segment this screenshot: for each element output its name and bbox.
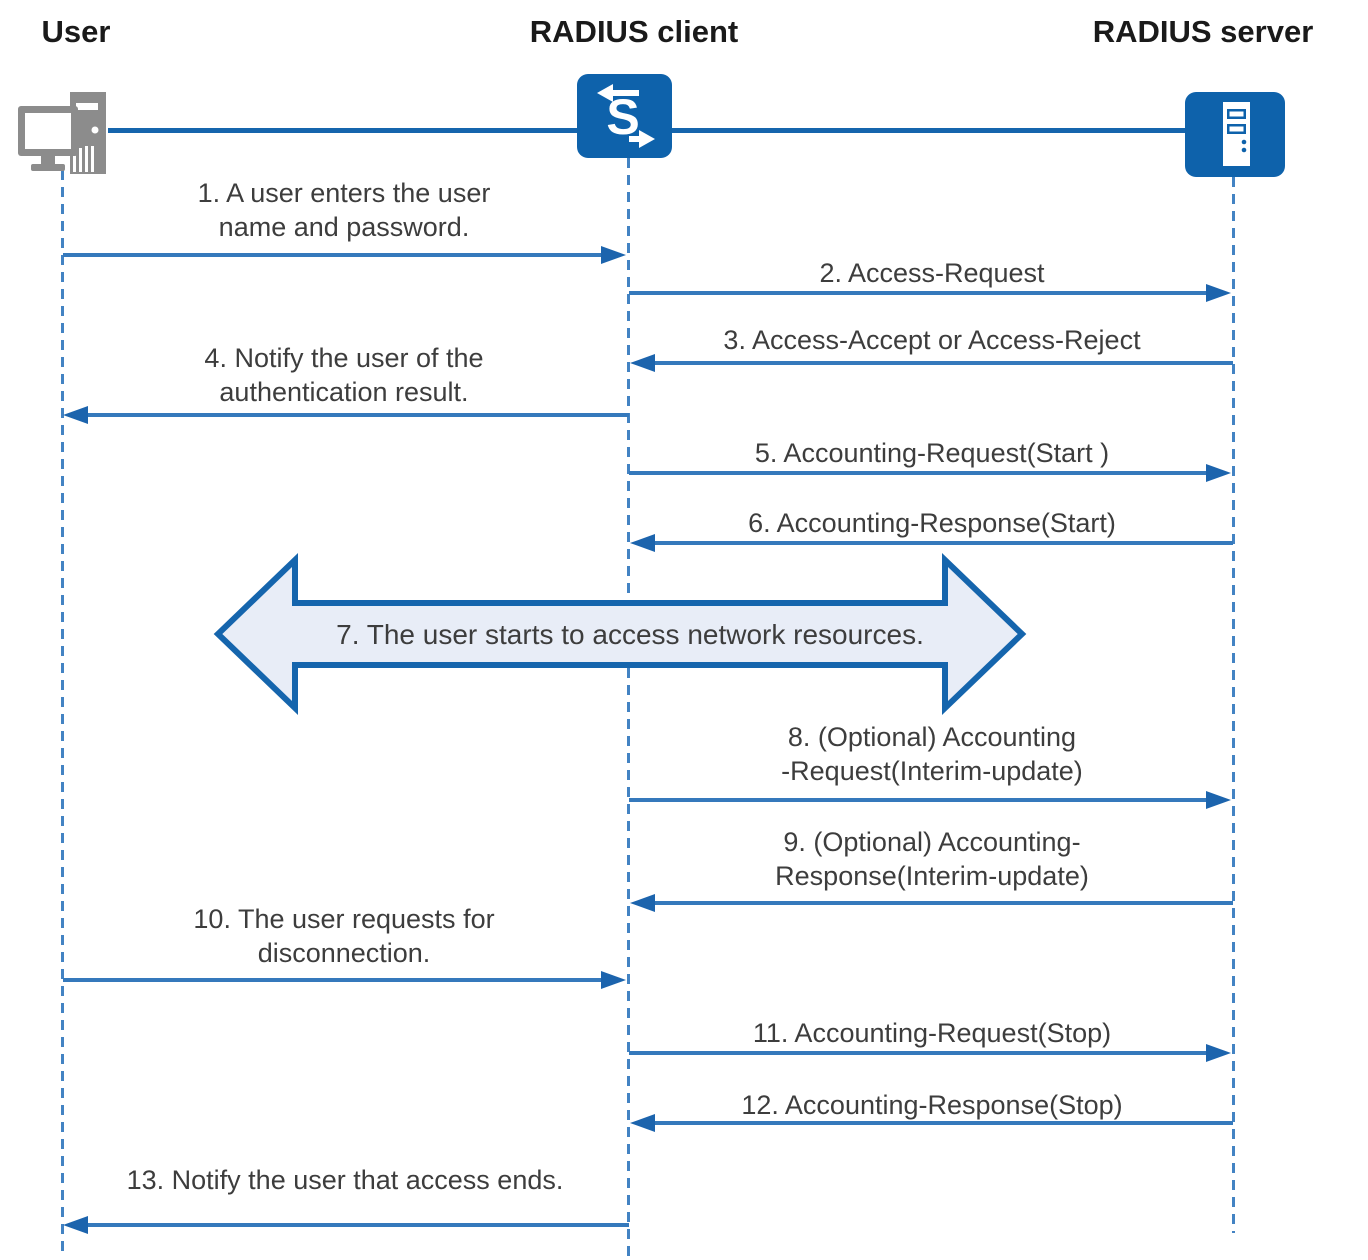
- message-label-11: 11. Accounting-Request(Stop): [752, 1018, 1112, 1048]
- lifeline-radius-server: [1232, 177, 1235, 1233]
- arrowhead-left: [630, 1114, 655, 1132]
- arrowhead-right: [1206, 791, 1231, 809]
- server-icon: [1185, 92, 1285, 177]
- arrowhead-left: [630, 354, 655, 372]
- actor-title-user: User: [41, 14, 111, 49]
- arrowhead-left: [63, 1216, 88, 1234]
- message-arrow-6: [630, 533, 1233, 553]
- computer-icon: [18, 92, 106, 174]
- actor-title-radius-server: RADIUS server: [1092, 14, 1314, 49]
- message-arrow-5: [629, 463, 1231, 483]
- message-label-10: 10. The user requests for disconnection.: [193, 904, 495, 968]
- message-label-5: 5. Accounting-Request(Start ): [754, 438, 1110, 468]
- message-arrow-1: [63, 245, 626, 265]
- actor-title-radius-client: RADIUS client: [529, 14, 739, 49]
- message-label-6: 6. Accounting-Response(Start): [748, 508, 1116, 538]
- arrowhead-left: [63, 406, 88, 424]
- message-arrow-3: [630, 353, 1233, 373]
- lifeline-radius-client: [627, 158, 630, 1256]
- message-label-9: 9. (Optional) Accounting- Response(Inter…: [775, 827, 1089, 891]
- arrowhead-right: [1206, 464, 1231, 482]
- message-arrow-13: [63, 1215, 629, 1235]
- message-label-12: 12. Accounting-Response(Stop): [741, 1090, 1123, 1120]
- arrowhead-left: [630, 534, 655, 552]
- message-label-8: 8. (Optional) Accounting -Request(Interi…: [781, 722, 1083, 786]
- message-arrow-8: [629, 790, 1231, 810]
- arrowhead-right: [1206, 284, 1231, 302]
- arrowhead-left: [630, 894, 655, 912]
- message-arrow-4: [63, 405, 629, 425]
- access-banner-arrow: [213, 552, 1027, 716]
- message-label-3: 3. Access-Accept or Access-Reject: [723, 325, 1141, 355]
- access-banner-label: 7. The user starts to access network res…: [336, 619, 924, 650]
- arrowhead-right: [601, 246, 626, 264]
- lifeline-user: [61, 170, 64, 1253]
- arrowhead-right: [601, 971, 626, 989]
- message-label-1: 1. A user enters the user name and passw…: [197, 178, 491, 242]
- message-arrow-11: [629, 1043, 1231, 1063]
- message-arrow-9: [630, 893, 1233, 913]
- switch-icon: S: [577, 74, 672, 158]
- arrowhead-right: [1206, 1044, 1231, 1062]
- message-arrow-2: [629, 283, 1231, 303]
- message-arrow-10: [63, 970, 626, 990]
- message-label-13: 13. Notify the user that access ends.: [126, 1165, 564, 1195]
- message-label-4: 4. Notify the user of the authentication…: [204, 343, 484, 407]
- message-label-2: 2. Access-Request: [819, 258, 1045, 288]
- message-arrow-12: [630, 1113, 1233, 1133]
